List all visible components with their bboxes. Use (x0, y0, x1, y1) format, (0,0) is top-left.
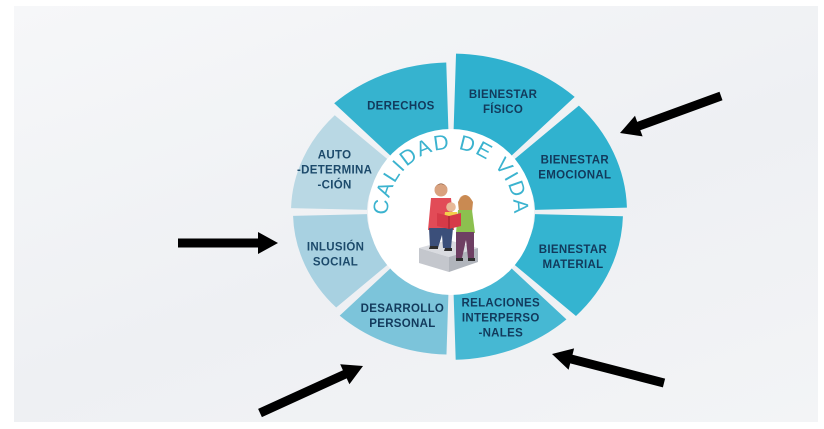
segment-label-line: RELACIONES (462, 298, 540, 310)
segment-label-line: BIENESTAR (541, 154, 610, 166)
segment-label-line: BIENESTAR (469, 89, 538, 101)
segment-label-relaciones-interpersonales: RELACIONES INTERPERSO -NALES (462, 298, 540, 340)
segment-label-line: AUTO (318, 150, 352, 162)
arrow-inclusion-social (178, 232, 278, 254)
arrow-desarrollo-personal (258, 364, 363, 418)
segment-bienestar-material (512, 214, 623, 316)
segment-label-desarrollo-personal: DESARROLLO PERSONAL (361, 303, 445, 330)
segment-inclusion-social (293, 214, 390, 308)
segment-label-line: -CIÓN (318, 179, 352, 192)
segment-label-bienestar-material: BIENESTAR MATERIAL (539, 244, 608, 271)
segment-label-line: -DETERMINA (297, 165, 372, 177)
segment-label-line: -NALES (478, 328, 523, 340)
segment-label-line: SOCIAL (313, 257, 358, 269)
segment-autodeterminacion (291, 115, 390, 210)
segment-label-line: INLUSIÓN (307, 241, 364, 254)
segment-relaciones-interpersonales (453, 265, 567, 360)
segment-label-inclusion-social: INLUSIÓN SOCIAL (307, 241, 364, 269)
segments-layer (291, 53, 627, 360)
arrow-bienestar-emocional (620, 91, 723, 137)
segment-label-line: DESARROLLO (361, 303, 445, 315)
arrow-relaciones-interpersonales (552, 348, 666, 388)
family-reading-illustration (419, 183, 478, 272)
segment-label-line: PERSONAL (369, 318, 435, 330)
segment-label-bienestar-fisico: BIENESTAR FÍSICO (469, 89, 538, 116)
segment-bienestar-fisico (453, 53, 575, 159)
segment-derechos (334, 62, 449, 159)
segment-label-derechos: DERECHOS (367, 100, 435, 112)
segment-label-autodeterminacion: AUTO -DETERMINA -CIÓN (297, 150, 372, 192)
segment-label-line: FÍSICO (483, 103, 523, 116)
segment-label-line: BIENESTAR (539, 244, 608, 256)
arrows-layer (178, 91, 723, 418)
segment-label-line: EMOCIONAL (538, 169, 611, 181)
segment-label-line: DERECHOS (367, 100, 435, 112)
segment-label-line: INTERPERSO (462, 313, 540, 325)
segment-bienestar-emocional (512, 105, 627, 210)
segment-label-line: MATERIAL (542, 259, 603, 271)
segment-label-bienestar-emocional: BIENESTAR EMOCIONAL (538, 154, 611, 181)
